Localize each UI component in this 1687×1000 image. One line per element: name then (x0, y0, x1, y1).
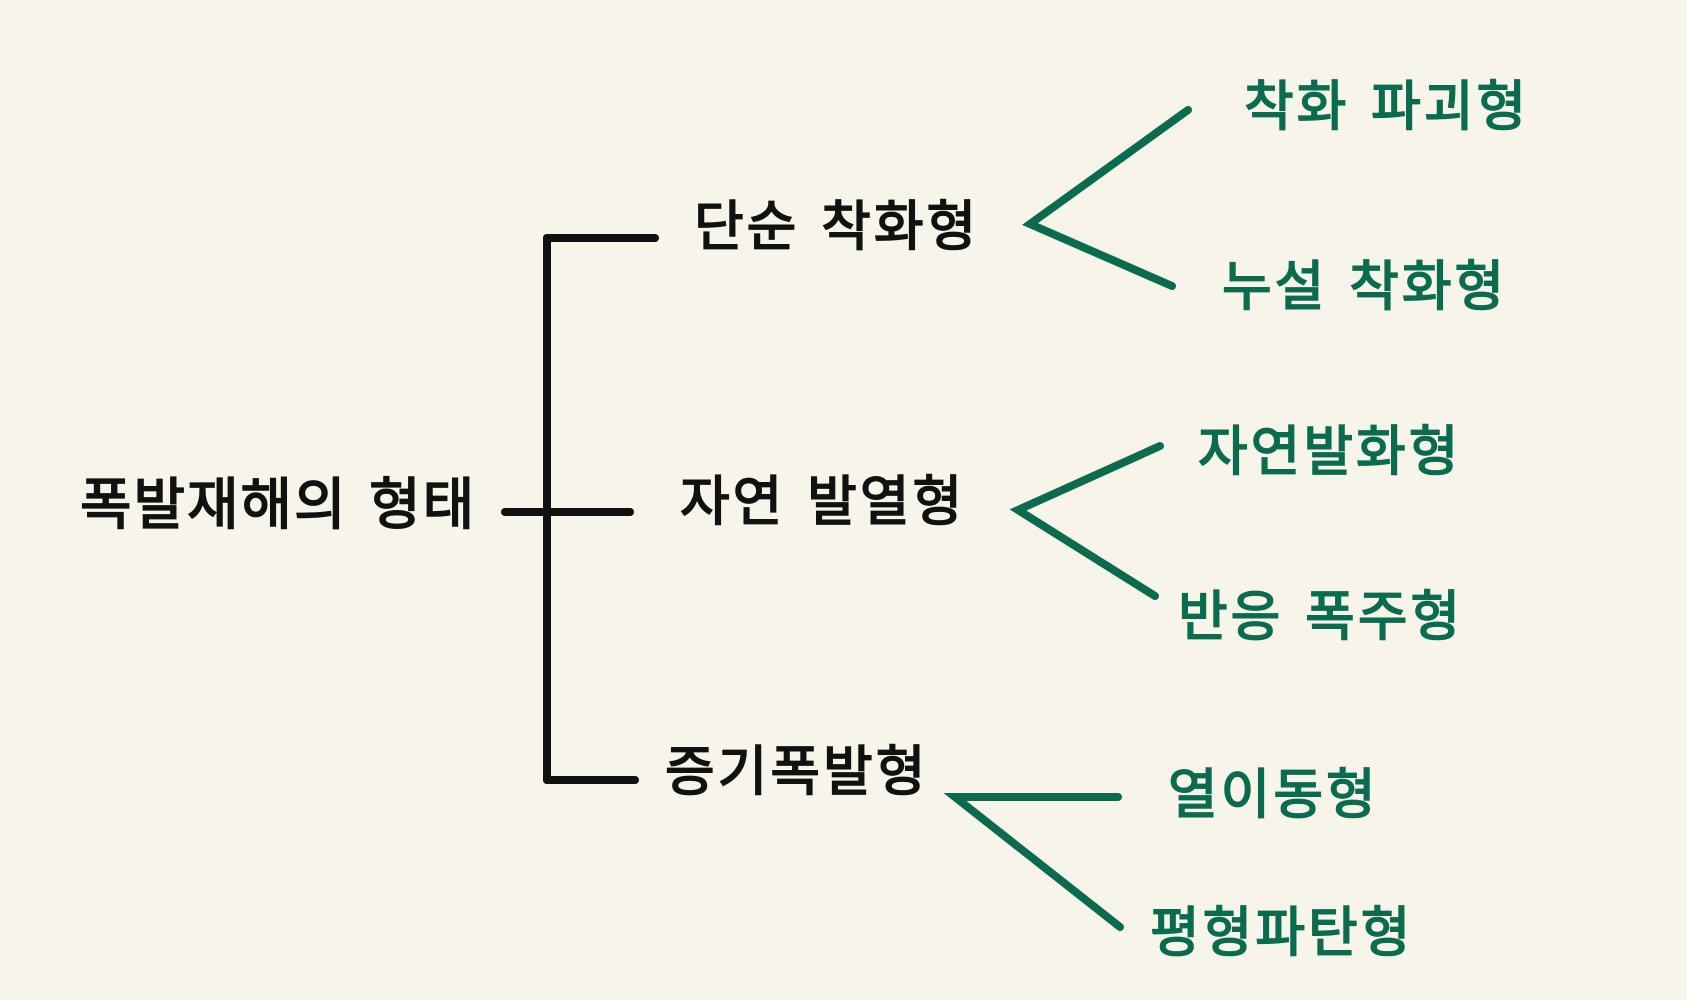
branch-label-1: 단순 착화형 (694, 195, 980, 258)
leaf-label-3-2: 평형파탄형 (1150, 901, 1414, 964)
fork-2 (1009, 442, 1164, 600)
fork-3 (943, 793, 1124, 931)
leaf-label-2-2: 반응 폭주형 (1178, 585, 1464, 648)
leaf-label-1-2: 누설 착화형 (1222, 255, 1508, 318)
fork-1 (1021, 106, 1192, 290)
root-label: 폭발재해의 형태 (80, 473, 477, 538)
branch-label-2: 자연 발열형 (680, 470, 966, 533)
leaf-label-2-1: 자연발화형 (1198, 420, 1462, 483)
leaf-label-1-1: 착화 파괴형 (1244, 75, 1530, 138)
leaf-label-3-1: 열이동형 (1168, 763, 1379, 826)
branch-label-3: 증기폭발형 (665, 740, 929, 803)
